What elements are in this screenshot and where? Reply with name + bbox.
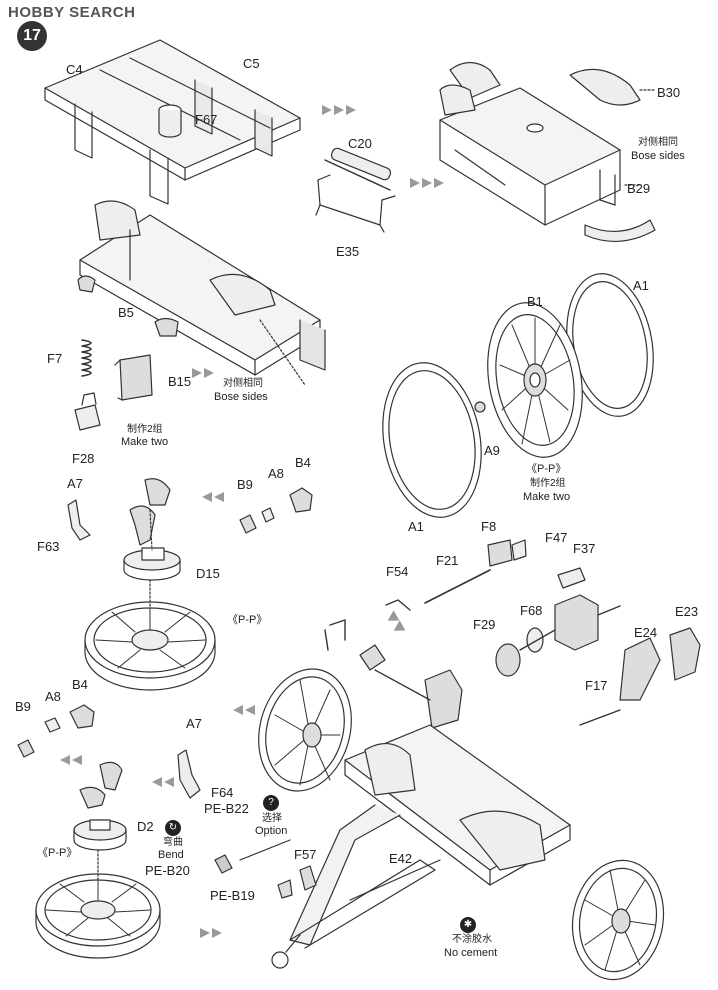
chassis-frame-c4-c5 xyxy=(44,39,301,205)
part-label-a8-bottom: A8 xyxy=(45,689,61,704)
note-make-two-2-en: Make two xyxy=(523,491,571,503)
chassis-frame-b5 xyxy=(77,200,326,386)
part-label-a8-top: A8 xyxy=(268,466,284,481)
part-label-e35: E35 xyxy=(336,244,360,259)
part-label-a1-top: A1 xyxy=(633,278,649,293)
part-label-b30: B30 xyxy=(657,85,681,100)
chassis-frame-b30-b29 xyxy=(439,61,656,243)
hobby-search-watermark: HOBBY SEARCH xyxy=(8,4,136,21)
part-label-f28: F28 xyxy=(72,451,95,466)
arrow-right-1 xyxy=(322,105,356,115)
part-label-pe-b20: PE-B20 xyxy=(145,863,190,878)
part-label-f8: F8 xyxy=(481,519,497,534)
part-label-b15: B15 xyxy=(168,374,192,389)
bend-icon: ↻ xyxy=(165,820,181,836)
note-bose-sides-1-cn: 对侧相同 xyxy=(638,137,678,148)
part-label-b9-bottom: B9 xyxy=(15,699,31,714)
part-label-f67: F67 xyxy=(195,112,218,127)
arrow-left-2 xyxy=(233,705,255,715)
part-label-f57: F57 xyxy=(294,847,317,862)
arrow-right-2 xyxy=(410,178,444,188)
part-label-f47: F47 xyxy=(545,530,568,545)
part-label-f37: F37 xyxy=(573,541,596,556)
part-label-f7: F7 xyxy=(47,351,63,366)
part-label-e42: E42 xyxy=(389,851,413,866)
step-badge-icon: 17 xyxy=(17,21,47,51)
part-label-a7-bottom: A7 xyxy=(186,716,202,731)
part-label-b29: B29 xyxy=(627,181,651,196)
arrow-left-4 xyxy=(152,777,174,787)
part-label-e23: E23 xyxy=(675,604,699,619)
no-cement-icon: ✱ xyxy=(460,917,476,933)
arrow-down-1 xyxy=(387,610,406,631)
option-icon: ? xyxy=(263,795,279,811)
part-label-f54: F54 xyxy=(386,564,409,579)
note-make-two-1-cn: 制作2组 xyxy=(127,424,163,435)
note-no-cement-cn: 不涂胶水 xyxy=(452,934,492,945)
note-option-cn: 选择 xyxy=(262,813,282,824)
part-label-e24: E24 xyxy=(634,625,658,640)
small-parts-b9-a8-b4-top xyxy=(239,487,313,534)
part-label-c5: C5 xyxy=(243,56,260,71)
arrow-left-1 xyxy=(202,492,224,502)
road-wheel-pp-1 xyxy=(84,579,216,691)
note-pp-3: 《P-P》 xyxy=(37,847,78,859)
part-label-b9-top: B9 xyxy=(237,477,253,492)
part-label-b1: B1 xyxy=(527,294,543,309)
note-no-cement-en: No cement xyxy=(444,947,498,959)
arrow-right-3 xyxy=(192,368,214,378)
part-label-a7-top: A7 xyxy=(67,476,83,491)
note-bose-sides-2-cn: 对侧相同 xyxy=(223,378,263,389)
note-option-en: Option xyxy=(255,825,288,837)
note-pp-2: 《P-P》 xyxy=(227,614,268,626)
part-label-f29: F29 xyxy=(473,617,496,632)
note-bend-en: Bend xyxy=(158,849,184,861)
part-label-f63: F63 xyxy=(37,539,60,554)
note-bose-sides-1-en: Bose sides xyxy=(631,150,685,162)
part-label-d15: D15 xyxy=(196,566,220,581)
spring-assembly-f7-b15-f28 xyxy=(74,339,153,431)
part-label-f17: F17 xyxy=(585,678,608,693)
axle-c20-e35 xyxy=(315,147,396,233)
part-label-a1-bottom: A1 xyxy=(408,519,424,534)
photo-etch-parts xyxy=(214,839,441,901)
note-pp-1: 《P-P》 xyxy=(526,463,567,475)
part-label-d2: D2 xyxy=(137,819,154,834)
note-make-two-2-cn: 制作2组 xyxy=(530,478,566,489)
part-label-b5: B5 xyxy=(118,305,134,320)
note-bose-sides-2-en: Bose sides xyxy=(214,391,268,403)
part-label-pe-b22: PE-B22 xyxy=(204,801,249,816)
note-bend-cn: 弯曲 xyxy=(163,837,183,848)
suspension-unit-d2 xyxy=(17,704,201,851)
arrow-left-3 xyxy=(60,755,82,765)
part-label-f21: F21 xyxy=(436,553,459,568)
part-label-c20: C20 xyxy=(348,136,372,151)
part-label-f68: F68 xyxy=(520,603,543,618)
arrow-right-4 xyxy=(200,928,222,938)
part-label-f64: F64 xyxy=(211,785,234,800)
part-label-b4-bottom: B4 xyxy=(72,677,88,692)
part-label-a9: A9 xyxy=(484,443,500,458)
note-make-two-1-en: Make two xyxy=(121,436,169,448)
main-chassis-bottom xyxy=(258,668,665,981)
part-label-b4-top: B4 xyxy=(295,455,311,470)
part-label-c4: C4 xyxy=(66,62,83,77)
suspension-unit-d15 xyxy=(67,478,181,581)
road-wheel-b1-a1 xyxy=(382,273,654,518)
part-label-pe-b19: PE-B19 xyxy=(210,888,255,903)
drive-shaft-parts xyxy=(324,539,701,729)
road-wheel-pp-2 xyxy=(35,849,161,959)
